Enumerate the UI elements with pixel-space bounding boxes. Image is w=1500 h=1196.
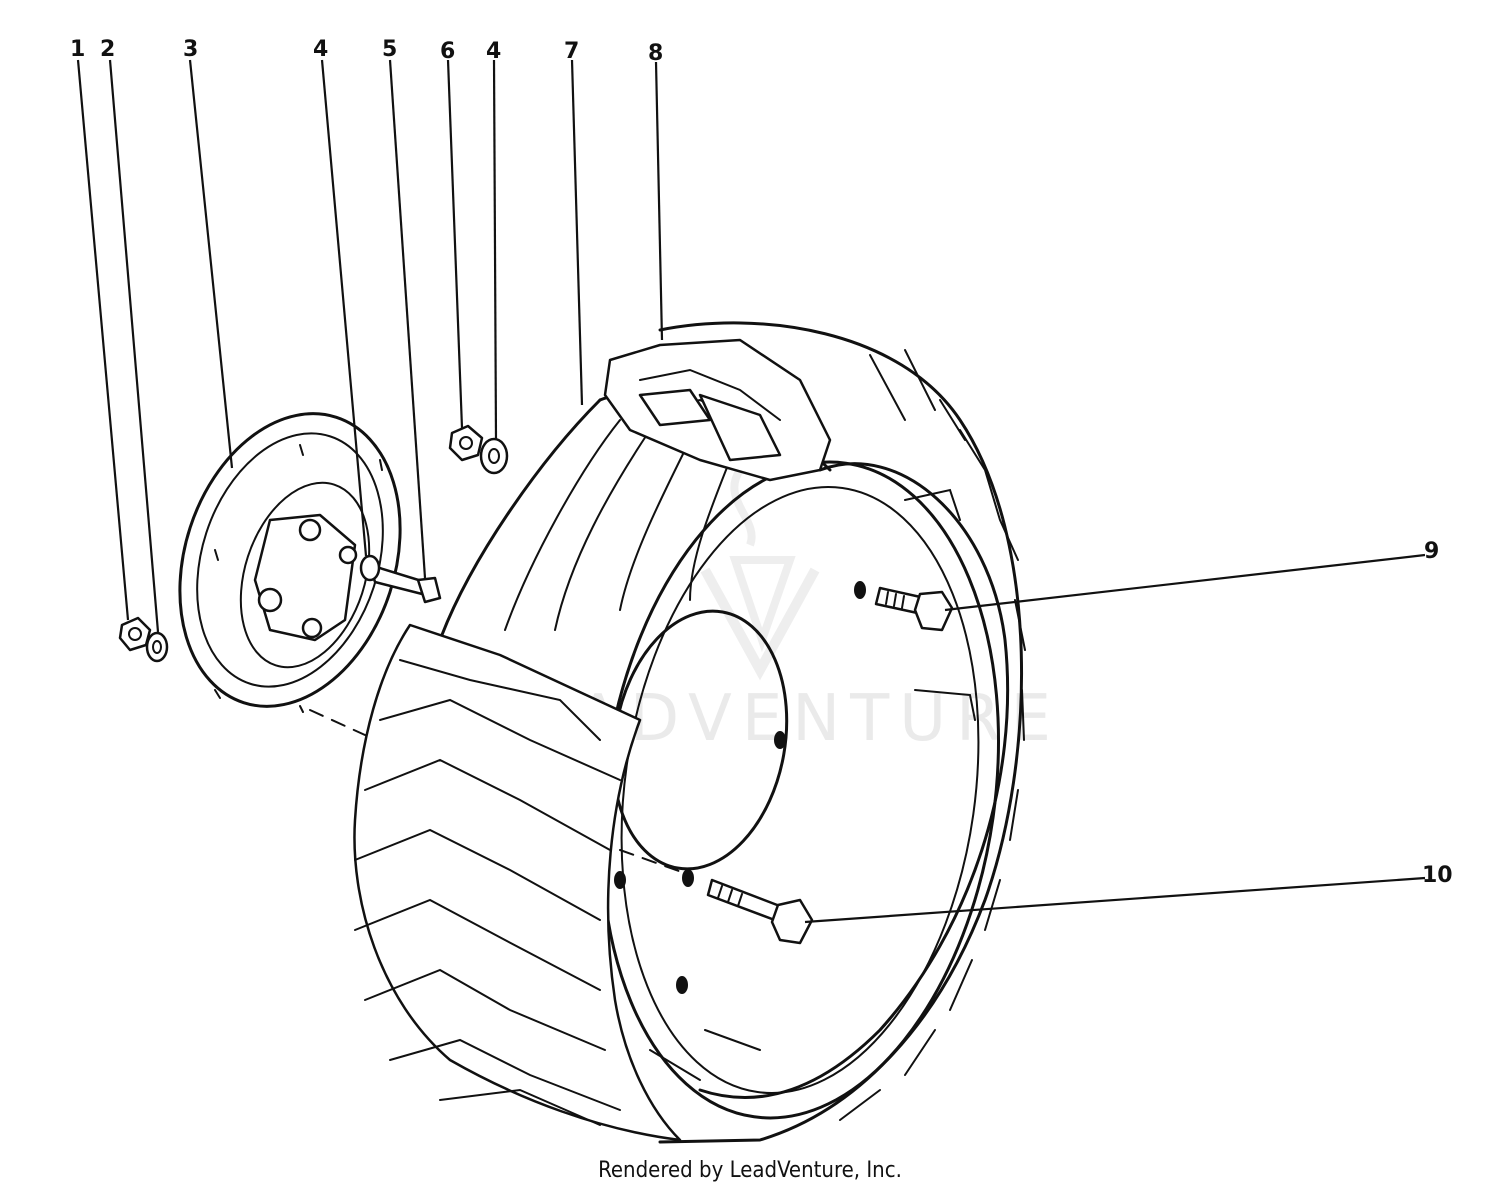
callout-1: 1 [70, 37, 85, 62]
hub-plate [178, 412, 402, 713]
callout-3: 3 [183, 37, 198, 62]
bolt-icon [874, 586, 954, 632]
washer-icon [479, 437, 509, 475]
callout-10: 10 [1422, 863, 1453, 888]
nut-icon [448, 424, 484, 462]
callout-labels: 1 2 3 4 5 6 4 7 8 9 10 [70, 37, 1453, 888]
fasteners [118, 424, 954, 945]
stud-bolt-icon [359, 554, 442, 604]
nut-icon [118, 616, 152, 652]
footer-credit: Rendered by LeadVenture, Inc. [598, 1158, 902, 1183]
washer-icon [145, 631, 169, 663]
bolt-icon [706, 878, 814, 945]
leader-lines [76, 59, 1426, 924]
callout-9: 9 [1424, 539, 1439, 564]
callout-7: 7 [564, 39, 579, 64]
watermark-logo [700, 467, 820, 681]
callout-4: 4 [313, 37, 328, 62]
callout-4b: 4 [486, 39, 501, 64]
tire-assembly [309, 321, 1026, 1144]
callout-6: 6 [440, 39, 455, 64]
callout-8: 8 [648, 41, 663, 66]
callout-2: 2 [100, 37, 115, 62]
callout-5: 5 [382, 37, 397, 62]
